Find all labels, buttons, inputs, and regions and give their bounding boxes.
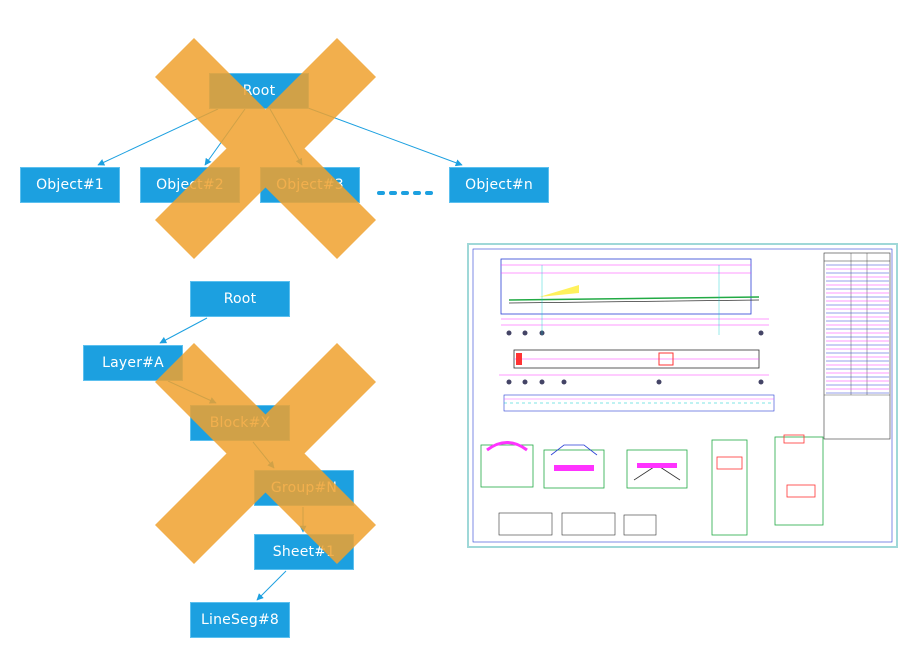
block-x-label: Block#X <box>209 415 271 431</box>
group-n-node[interactable]: Group#N <box>254 470 354 506</box>
cad-frame-view <box>503 394 775 412</box>
edge-layer-block <box>167 380 217 404</box>
edge-sheet-lineseg <box>256 570 287 601</box>
bottom-root-label: Root <box>223 291 257 307</box>
sheet-1-node[interactable]: Sheet#1 <box>254 534 354 570</box>
block-x-node[interactable]: Block#X <box>190 405 290 441</box>
edge-root-layer <box>159 317 208 344</box>
cad-drawing-image <box>472 248 893 543</box>
cad-parts-table <box>823 252 891 440</box>
top-root-node[interactable]: Root <box>209 73 309 109</box>
cad-notes <box>498 512 657 536</box>
cad-cross-sections <box>480 434 824 536</box>
lineseg-8-node[interactable]: LineSeg#8 <box>190 602 290 638</box>
object-1-label: Object#1 <box>36 177 104 193</box>
layer-a-label: Layer#A <box>102 355 164 371</box>
object-2-label: Object#2 <box>156 177 224 193</box>
edge-block-group <box>252 441 275 469</box>
object-n-node[interactable]: Object#n <box>449 167 549 203</box>
group-n-label: Group#N <box>270 480 338 496</box>
sheet-1-label: Sheet#1 <box>272 544 336 560</box>
ellipsis-dots <box>377 191 433 195</box>
top-root-label: Root <box>242 83 276 99</box>
cad-side-view <box>500 258 769 336</box>
object-1-node[interactable]: Object#1 <box>20 167 120 203</box>
edge-root-objectn <box>307 107 463 167</box>
cad-drawing <box>467 243 898 548</box>
object-n-label: Object#n <box>465 177 533 193</box>
bottom-root-node[interactable]: Root <box>190 281 290 317</box>
edge-root-object2 <box>204 108 246 166</box>
object-2-node[interactable]: Object#2 <box>140 167 240 203</box>
edge-root-object3 <box>269 108 303 166</box>
layer-a-node[interactable]: Layer#A <box>83 345 183 381</box>
lineseg-8-label: LineSeg#8 <box>200 612 279 628</box>
edge-root-object1 <box>97 108 219 166</box>
cad-plan-view <box>499 349 769 385</box>
object-3-node[interactable]: Object#3 <box>260 167 360 203</box>
object-3-label: Object#3 <box>276 177 344 193</box>
